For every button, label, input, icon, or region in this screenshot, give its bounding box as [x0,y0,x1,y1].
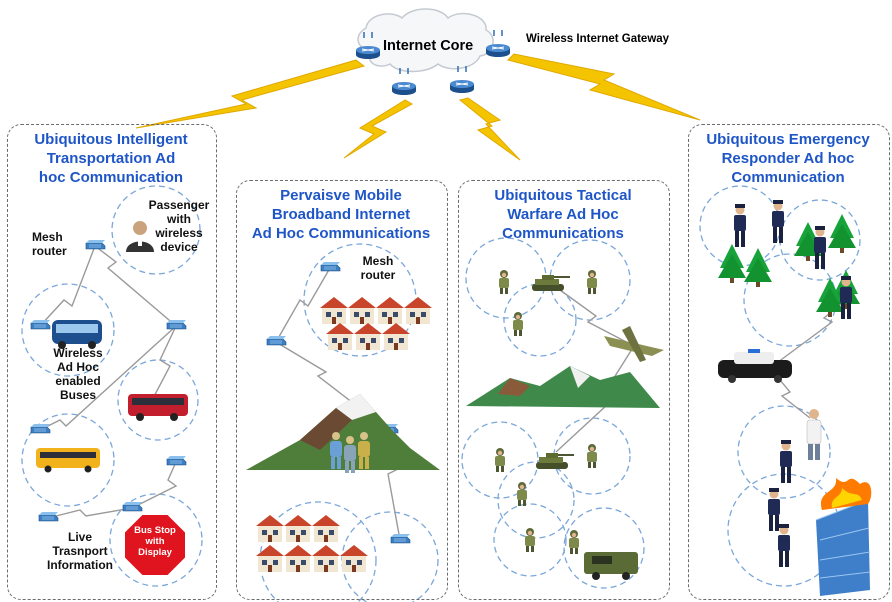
transport-info-label: Live Trasnport Information [47,530,113,572]
emergency-panel [688,124,890,600]
buses-label: Wireless Ad Hoc enabled Buses [53,346,103,402]
internet-core-cloud [357,8,494,73]
broadband-title: Pervaisve Mobile Broadband Internet Ad H… [251,187,431,242]
passenger-figure [126,221,154,252]
tactical-title: Ubiquitous Tactical Warfare Ad Hoc Commu… [494,187,632,242]
bus-yellow [36,448,100,473]
passenger-label: Passenger with wireless device [148,198,210,254]
core-routers [355,30,511,96]
lightning-links [135,53,701,161]
burning-building [815,478,872,596]
broadband-panel [236,180,448,600]
transport-panel [7,124,217,600]
bus-blue [52,320,102,349]
aircraft [604,326,664,362]
bus-stop-sign [123,513,187,577]
mountain-tactical [466,366,660,408]
emergency-title: Ubiquitous Emergency Responder Ad hoc Co… [706,131,870,186]
transport-mesh-router-label: Mesh router [32,230,67,258]
internet-core-label: Internet Core [383,38,474,54]
police-car [718,349,792,383]
doctor [806,409,822,460]
mountain-broadband [246,394,440,470]
wireless-gateway-label: Wireless Internet Gateway [526,33,670,45]
broadband-mesh-router-label: Mesh router [360,254,396,282]
transport-title: Ubiquitous Intelligent Transportation Ad… [34,131,188,186]
bus-red [128,394,188,421]
bus-stop-label: Bus Stop with Display [134,525,176,558]
tactical-panel [458,180,670,600]
humvee [584,552,638,580]
